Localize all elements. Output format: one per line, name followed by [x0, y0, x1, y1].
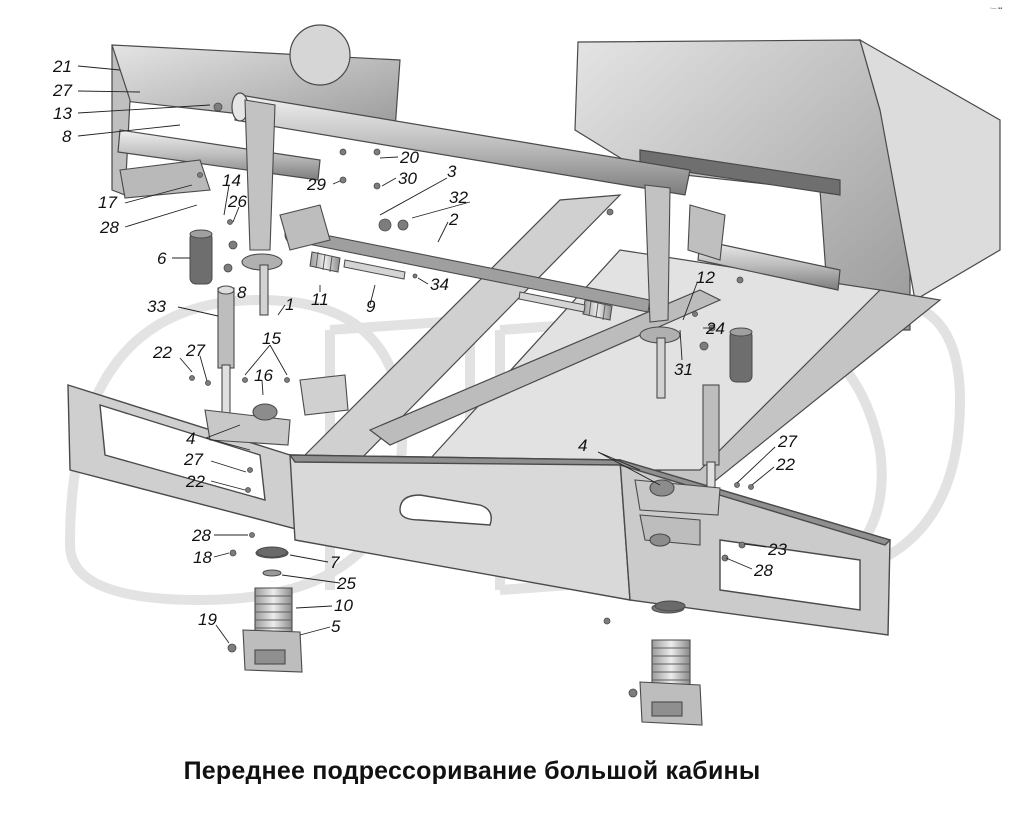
callout-14: 14 — [222, 171, 241, 190]
corner-mark-icon: ◦─ ▪▪ — [990, 6, 1003, 12]
callout-18: 18 — [193, 548, 212, 567]
callout-24: 24 — [705, 319, 725, 338]
coil-spring-small-left — [309, 251, 341, 273]
callout-33: 33 — [147, 297, 166, 316]
callout-15: 15 — [262, 329, 281, 348]
upper-cross-tube — [117, 92, 841, 291]
callout-1: 1 — [285, 295, 294, 314]
callout-27c: 27 — [183, 450, 203, 469]
callout-32: 32 — [449, 188, 468, 207]
rubber-bushing-left — [189, 229, 213, 285]
cab-floor-left — [111, 24, 401, 196]
callout-28c: 28 — [753, 561, 773, 580]
frame-rails — [288, 194, 942, 526]
long-bolt — [343, 259, 586, 313]
callout-26: 26 — [227, 192, 247, 211]
shock-absorber-left — [217, 285, 235, 416]
fasteners — [189, 102, 754, 698]
leader-lines — [77, 65, 776, 644]
washer-7 — [256, 546, 686, 612]
callout-5: 5 — [331, 617, 341, 636]
callout-8b: 8 — [237, 283, 247, 302]
callout-11: 11 — [311, 290, 329, 309]
callout-4: 4 — [186, 429, 195, 448]
rubber-bushing-right — [729, 327, 753, 383]
spring-seat-left — [242, 547, 303, 673]
diagram-caption: Переднее подрессоривание большой кабины — [183, 757, 761, 785]
callout-19: 19 — [198, 610, 217, 629]
callout-22b: 22 — [185, 472, 205, 491]
callout-30: 30 — [398, 169, 417, 188]
callout-8: 8 — [62, 127, 72, 146]
callout-10: 10 — [334, 596, 353, 615]
callout-7: 7 — [330, 553, 340, 572]
callout-13: 13 — [53, 104, 72, 123]
callout-31: 31 — [674, 360, 693, 379]
cab-floor-right — [574, 38, 1001, 331]
left-pivot-bracket — [119, 99, 331, 316]
callout-28b: 28 — [191, 526, 211, 545]
callout-3: 3 — [447, 162, 457, 181]
lower-mount-right — [634, 479, 721, 547]
callout-17: 17 — [98, 193, 117, 212]
lower-mount-left — [204, 374, 349, 446]
callout-23: 23 — [767, 540, 787, 559]
shock-absorber-right — [702, 384, 720, 503]
callout-29: 29 — [306, 175, 326, 194]
callout-27d: 27 — [777, 432, 797, 451]
callout-22: 22 — [152, 343, 172, 362]
callout-2: 2 — [448, 210, 459, 229]
callout-12: 12 — [696, 268, 715, 287]
callout-34: 34 — [430, 275, 449, 294]
callout-21: 21 — [52, 57, 72, 76]
callout-27b: 27 — [185, 341, 205, 360]
callout-9: 9 — [366, 297, 376, 316]
callout-25: 25 — [336, 574, 356, 593]
callout-22c: 22 — [775, 455, 795, 474]
spring-seat-right — [639, 602, 703, 726]
callout-4b: 4 — [578, 436, 587, 455]
callout-16: 16 — [254, 366, 273, 385]
callout-27: 27 — [52, 81, 72, 100]
callout-6: 6 — [157, 249, 167, 268]
callout-labels: 21 27 13 8 17 28 14 26 6 8 33 22 27 15 1… — [52, 57, 797, 636]
callout-20: 20 — [399, 148, 419, 167]
callout-28: 28 — [99, 218, 119, 237]
